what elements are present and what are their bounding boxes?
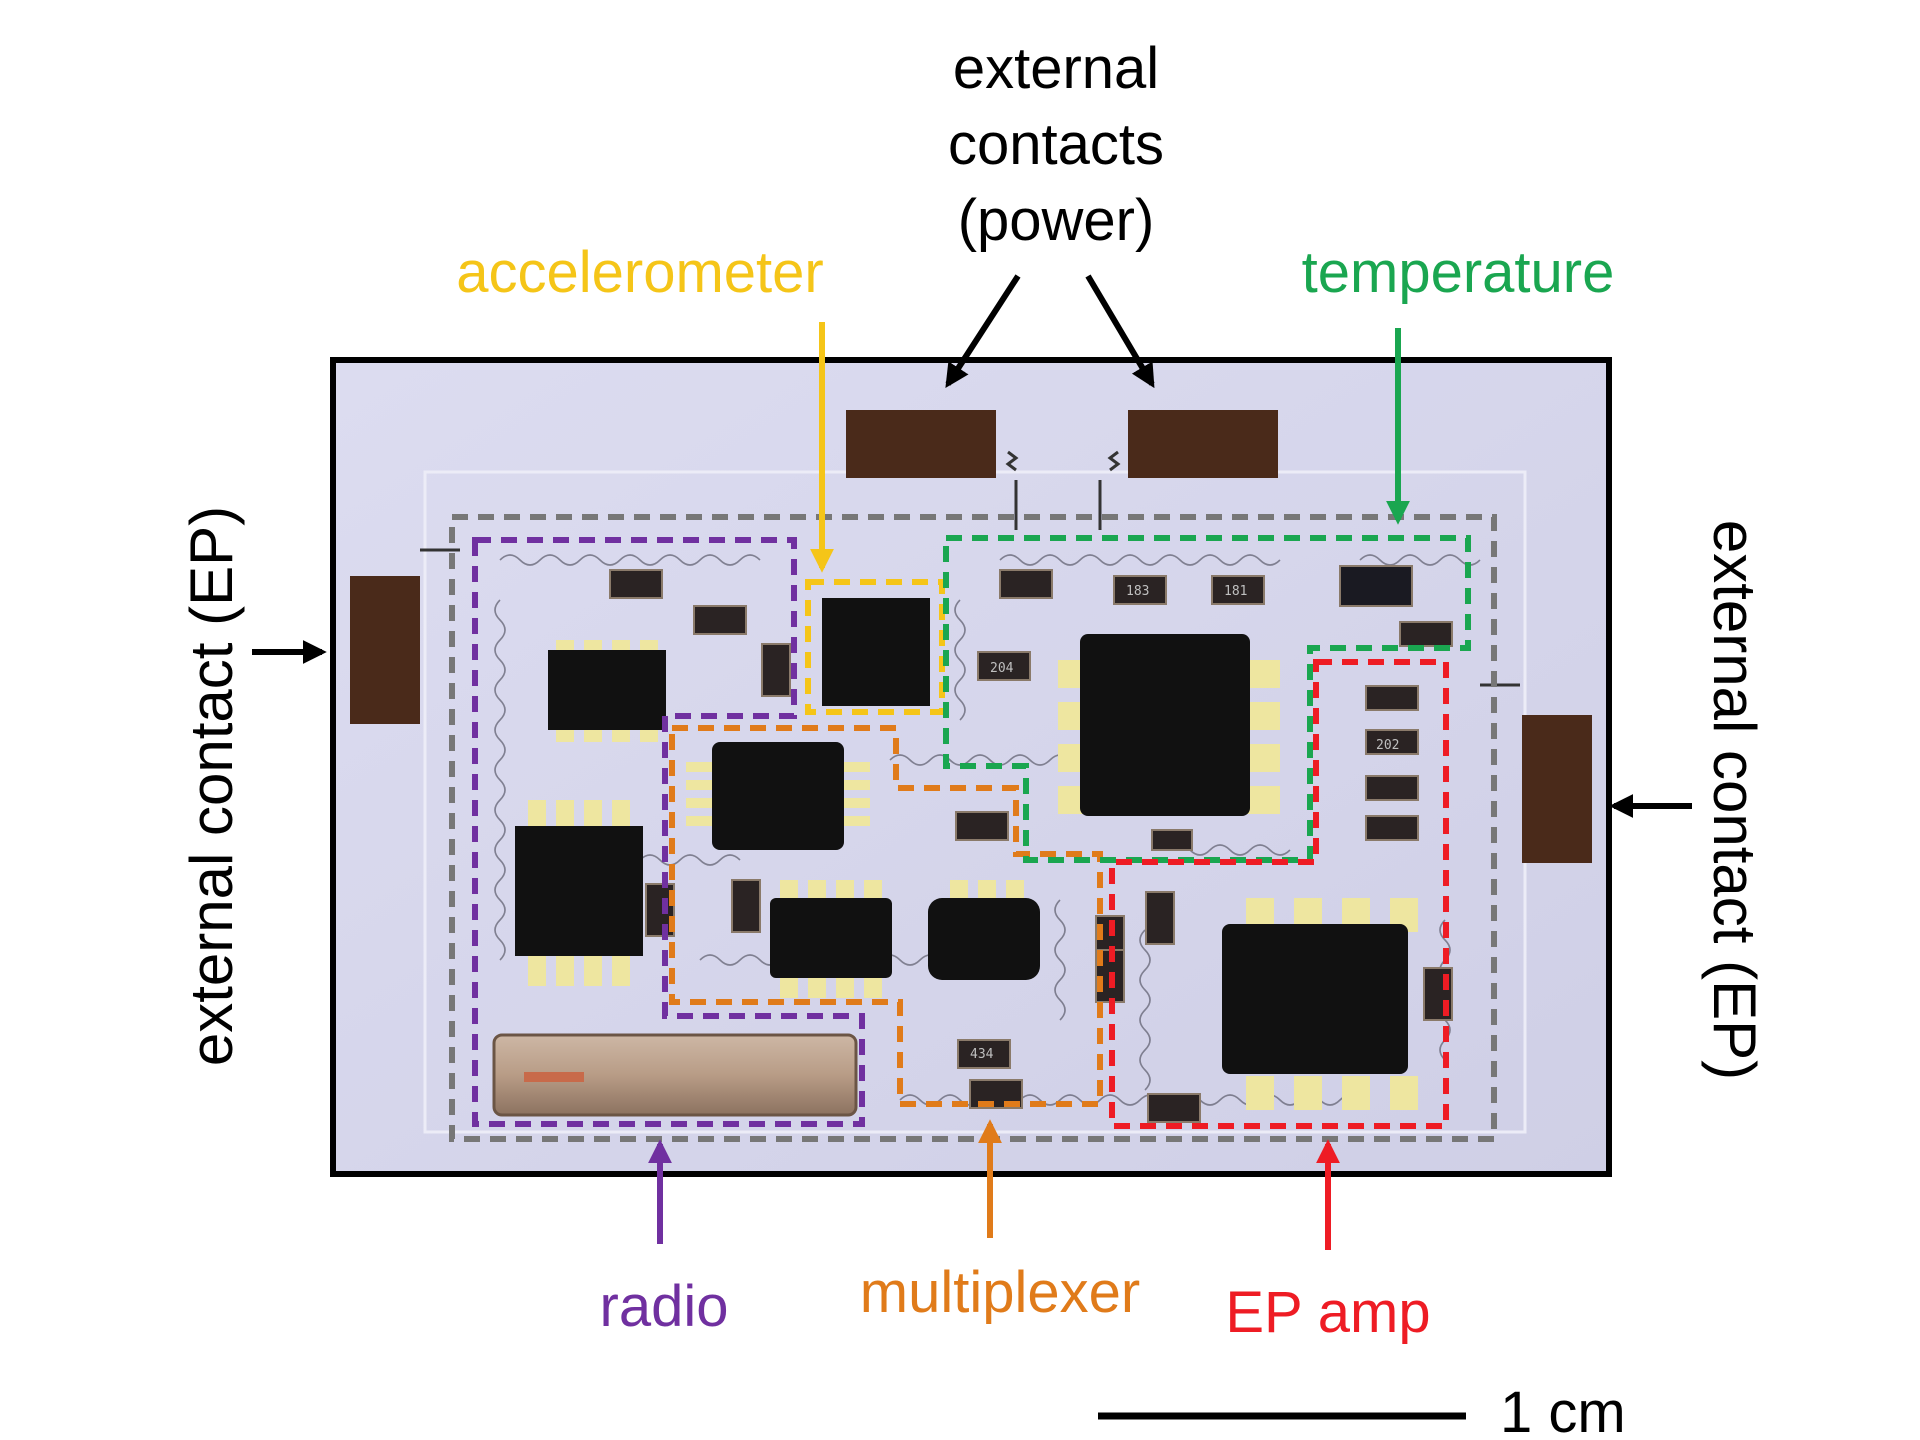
radio-region [472,537,865,1127]
multiplexer-ic [686,742,870,850]
resistor-code-181: 181 [1224,584,1247,599]
ep-amp-region [1109,659,1449,1129]
ep-contact-right [1522,715,1592,863]
overall-circuit-outline [449,514,1497,1142]
resistor-code-183: 183 [1126,584,1149,599]
ep-left-label: external contact (EP) [178,506,245,1066]
power-arrow-left [945,274,1021,389]
accelerometer-region [805,579,945,715]
multiplexer-region [669,725,1103,1107]
ep-amp-ic [1222,898,1418,1110]
region-outlines [449,514,1497,1142]
scale-bar-label: 1 cm [1500,1380,1626,1440]
temperature-label: temperature [1302,240,1615,305]
power-contact-right [1128,410,1278,478]
resistor-code-434: 434 [970,1047,994,1062]
ic-lower-center [928,880,1040,980]
accelerometer-chip [822,598,930,706]
radio-label: radio [600,1274,729,1339]
ep-contact-left [350,576,420,724]
passive-components [609,565,1453,1123]
power-label-line3: (power) [958,188,1155,253]
scale-bar: 1 cm [1098,1380,1626,1440]
power-label-line2: contacts [948,112,1164,177]
arrows [252,274,1692,1250]
resistor-code-204: 204 [990,661,1014,676]
resistor-code-202: 202 [1376,738,1399,753]
components: 204 183 181 202 434 [492,565,1453,1123]
radio-antenna [492,1033,858,1117]
accelerometer-label: accelerometer [456,240,823,305]
ep-amp-label: EP amp [1225,1280,1430,1345]
radio-ic-1 [548,640,666,742]
power-contact-left [846,410,996,478]
ep-right-label: external contact (EP) [1701,520,1768,1080]
contact-pads [350,410,1592,863]
power-arrow-right [1085,274,1155,389]
multiplexer-label: multiplexer [860,1260,1140,1325]
labels: external contacts (power) accelerometer … [178,36,1768,1345]
power-label-line1: external [953,36,1159,101]
multiplexer-ic-2 [770,880,892,998]
radio-ic-2 [515,800,643,986]
temperature-ic [1058,634,1280,816]
resistor-codes: 204 183 181 202 434 [970,584,1399,1062]
